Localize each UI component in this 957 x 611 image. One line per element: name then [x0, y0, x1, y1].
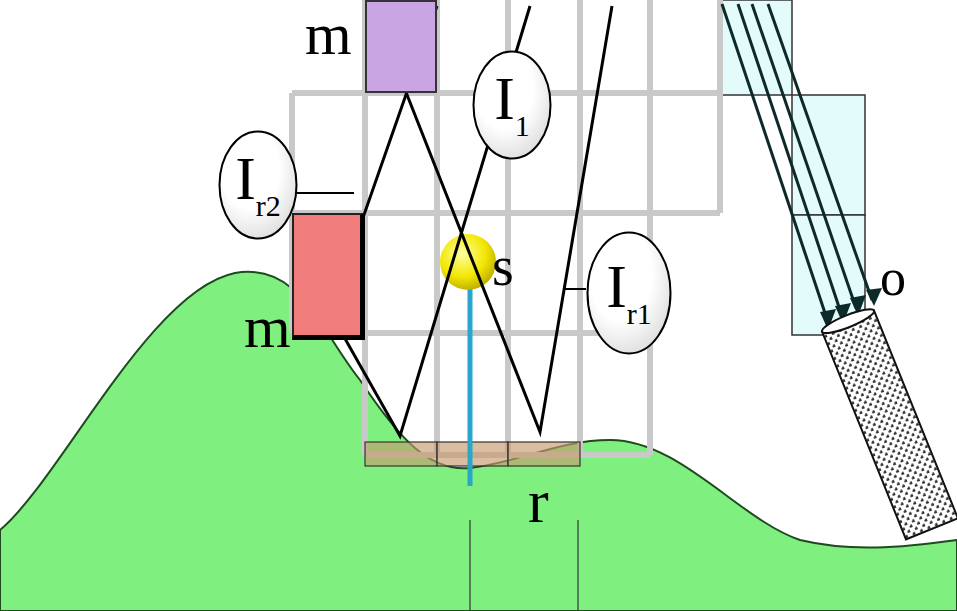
light-source	[440, 234, 496, 290]
part-label: o	[880, 252, 906, 304]
material-label: m	[244, 297, 291, 357]
grid	[292, 0, 720, 455]
material-box: m	[365, 0, 437, 93]
view-rays	[722, 4, 872, 322]
material-box: m	[292, 213, 365, 340]
callout-symbol: I	[606, 255, 627, 317]
callout-subscript: 1	[515, 111, 530, 141]
callout-symbol: I	[235, 147, 256, 209]
circle-outline	[586, 231, 672, 355]
view-cells	[720, 0, 865, 335]
circle-outline	[218, 130, 298, 240]
material-label: m	[305, 4, 352, 64]
callout-circle: Ir2	[218, 130, 298, 240]
callout-symbol: I	[494, 67, 515, 129]
callout-circle: I1	[472, 50, 552, 160]
part-label: s	[492, 238, 514, 294]
dimension-lines	[470, 520, 578, 611]
light-pole	[468, 285, 473, 486]
callout-circle: Ir1	[586, 231, 672, 355]
callout-subscript: r1	[627, 299, 652, 329]
part-label: r	[528, 470, 549, 532]
callout-subscript: r2	[256, 191, 281, 221]
camera	[820, 305, 957, 539]
leader-line	[563, 288, 586, 290]
